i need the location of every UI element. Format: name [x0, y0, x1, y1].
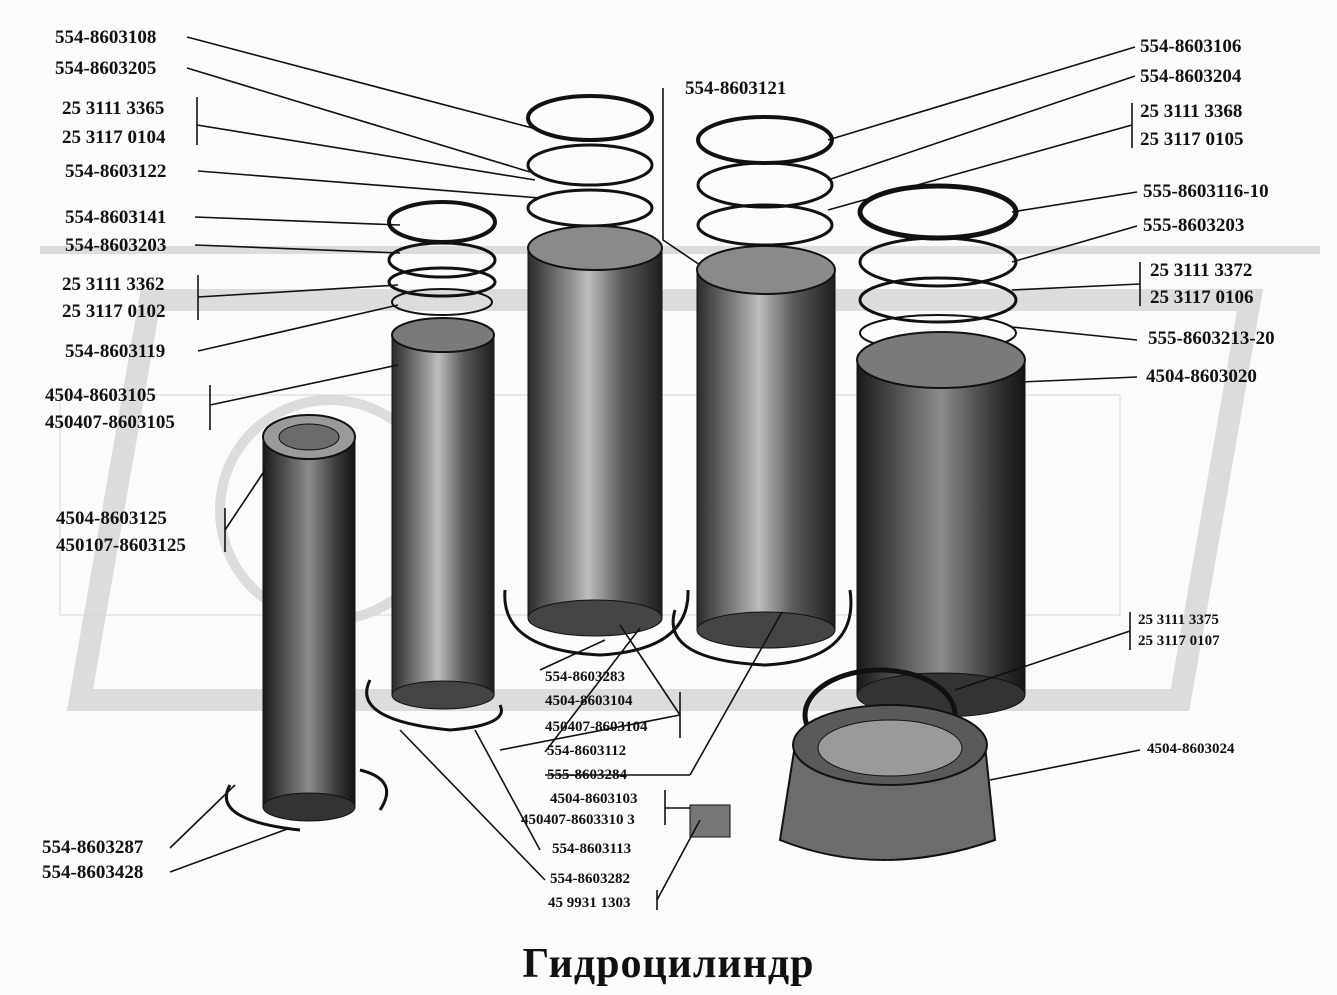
part-label: 554-8603108 [55, 27, 157, 48]
cylinder-5 [856, 183, 1026, 718]
part-label: 450107-8603125 [56, 535, 186, 556]
part-label: 554-8603205 [55, 58, 157, 79]
part-label: 450407-8603105 [45, 412, 175, 433]
part-label: 555-8603213-20 [1148, 328, 1275, 349]
part-label: 554-8603106 [1140, 36, 1242, 57]
cylinder-1-rod [224, 414, 389, 832]
part-label: 554-8603112 [547, 743, 627, 759]
part-label: 45 9931 1303 [548, 895, 631, 911]
leader-lines [169, 36, 1141, 910]
part-label: 450407-8603310 3 [521, 812, 635, 828]
part-label: 4504-8603020 [1146, 366, 1257, 387]
part-label: 25 3117 0106 [1150, 287, 1254, 308]
part-label: 25 3117 0104 [62, 127, 166, 148]
part-label: 25 3111 3368 [1140, 101, 1243, 122]
part-label: 554-8603203 [65, 235, 167, 256]
part-label: 4504-8603105 [45, 385, 156, 406]
part-label: 25 3111 3372 [1150, 260, 1253, 281]
part-label: 554-8603428 [42, 862, 144, 883]
part-label: 554-8603141 [65, 207, 167, 228]
part-label: 554-8603119 [65, 341, 166, 362]
part-label: 555-8603116-10 [1143, 181, 1269, 202]
part-label: 554-8603282 [550, 871, 630, 887]
part-label: 4504-8603104 [545, 693, 633, 709]
part-label: 25 3111 3365 [62, 98, 165, 119]
cylinder-4 [671, 115, 853, 667]
part-label: 554-8603283 [545, 669, 625, 685]
part-label: 25 3111 3375 [1138, 612, 1219, 628]
part-label: 554-8603287 [42, 837, 144, 858]
part-label: 4504-8603125 [56, 508, 167, 529]
part-label: 4504-8603103 [550, 791, 638, 807]
cylinder-end-cap [689, 667, 997, 861]
part-label: 25 3117 0102 [62, 301, 166, 322]
part-label: 4504-8603024 [1147, 741, 1235, 757]
part-label: 554-8603113 [552, 841, 632, 857]
diagram-title: Гидроцилиндр [522, 941, 815, 987]
part-label: 450407-8603104 [545, 719, 648, 735]
part-label: 25 3117 0107 [1138, 633, 1220, 649]
part-label: 554-8603204 [1140, 66, 1242, 87]
part-label: 554-8603121 [685, 78, 787, 99]
part-label: 25 3117 0105 [1140, 129, 1244, 150]
part-label: 555-8603203 [1143, 215, 1245, 236]
part-label: 25 3111 3362 [62, 274, 165, 295]
part-label: 554-8603122 [65, 161, 167, 182]
part-label: 555-8603284 [547, 767, 627, 783]
cylinder-2 [365, 200, 503, 732]
cylinder-3 [503, 94, 690, 657]
